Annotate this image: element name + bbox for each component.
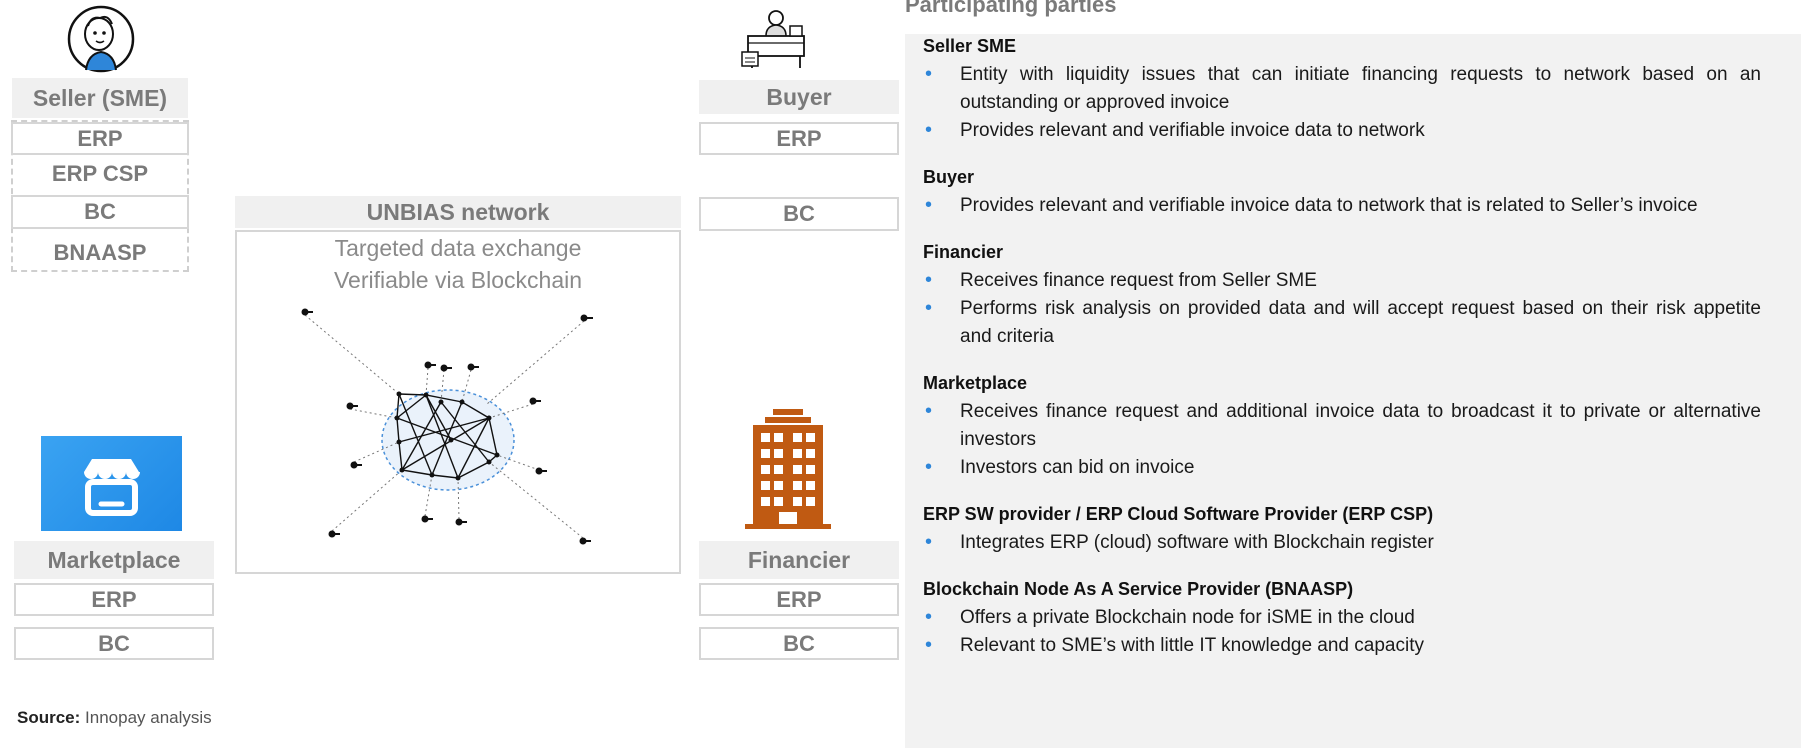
parties-panel: Seller SME Entity with liquidity issues …	[905, 34, 1801, 748]
bullet: Investors can bid on invoice	[923, 453, 1761, 482]
parties-title: Participating parties	[905, 0, 1117, 17]
marketplace-title: Marketplace	[14, 541, 214, 579]
marketplace-icon	[41, 436, 182, 531]
bullet: Offers a private Blockchain node for iSM…	[923, 603, 1761, 632]
section-financier: Financier Receives finance request from …	[923, 242, 1761, 351]
section-title: Seller SME	[923, 36, 1017, 56]
section-marketplace: Marketplace Receives finance request and…	[923, 373, 1761, 482]
section-title: Buyer	[923, 167, 975, 187]
network-graph	[301, 308, 593, 545]
seller-icon	[66, 4, 136, 74]
network-line-1: Targeted data exchange	[334, 235, 582, 261]
section-title: ERP SW provider / ERP Cloud Software Pro…	[923, 504, 1434, 524]
building-icon	[745, 409, 831, 529]
buyer-icon	[740, 6, 812, 72]
seller-title: Seller (SME)	[12, 78, 188, 118]
section-title: Financier	[923, 242, 1004, 262]
seller-erp: ERP	[11, 122, 189, 155]
source-note: Source: Innopay analysis	[17, 708, 212, 728]
financier-bc: BC	[699, 627, 899, 660]
bullet: Receives finance request and additional …	[923, 397, 1761, 454]
bullet: Receives finance request from Seller SME	[923, 266, 1761, 295]
source-text: Innopay analysis	[85, 708, 212, 727]
seller-bc: BC	[11, 195, 189, 229]
network-line-2: Verifiable via Blockchain	[333, 267, 583, 293]
section-buyer: Buyer Provides relevant and verifiable i…	[923, 167, 1761, 220]
section-title: Blockchain Node As A Service Provider (B…	[923, 579, 1354, 599]
network-title: UNBIAS network	[235, 196, 681, 228]
bullet: Entity with liquidity issues that can in…	[923, 60, 1761, 117]
marketplace-erp: ERP	[14, 583, 214, 616]
bullet: Performs risk analysis on provided data …	[923, 294, 1761, 351]
buyer-title: Buyer	[699, 80, 899, 114]
section-erp-csp: ERP SW provider / ERP Cloud Software Pro…	[923, 504, 1761, 557]
network-frame: Targeted data exchange Verifiable via Bl…	[235, 230, 681, 574]
buyer-erp: ERP	[699, 122, 899, 155]
bullet: Provides relevant and verifiable invoice…	[923, 191, 1761, 220]
marketplace-bc: BC	[14, 627, 214, 660]
financier-erp: ERP	[699, 583, 899, 616]
bullet: Relevant to SME’s with little IT knowled…	[923, 631, 1761, 660]
financier-title: Financier	[699, 541, 899, 579]
seller-erp-csp: ERP CSP	[51, 161, 149, 186]
bullet: Integrates ERP (cloud) software with Blo…	[923, 528, 1761, 557]
section-title: Marketplace	[923, 373, 1028, 393]
buyer-bc: BC	[699, 197, 899, 231]
section-bnaasp: Blockchain Node As A Service Provider (B…	[923, 579, 1761, 660]
source-label: Source:	[17, 708, 81, 727]
seller-bnaasp: BNAASP	[53, 240, 147, 265]
section-seller: Seller SME Entity with liquidity issues …	[923, 36, 1761, 145]
bullet: Provides relevant and verifiable invoice…	[923, 116, 1761, 145]
